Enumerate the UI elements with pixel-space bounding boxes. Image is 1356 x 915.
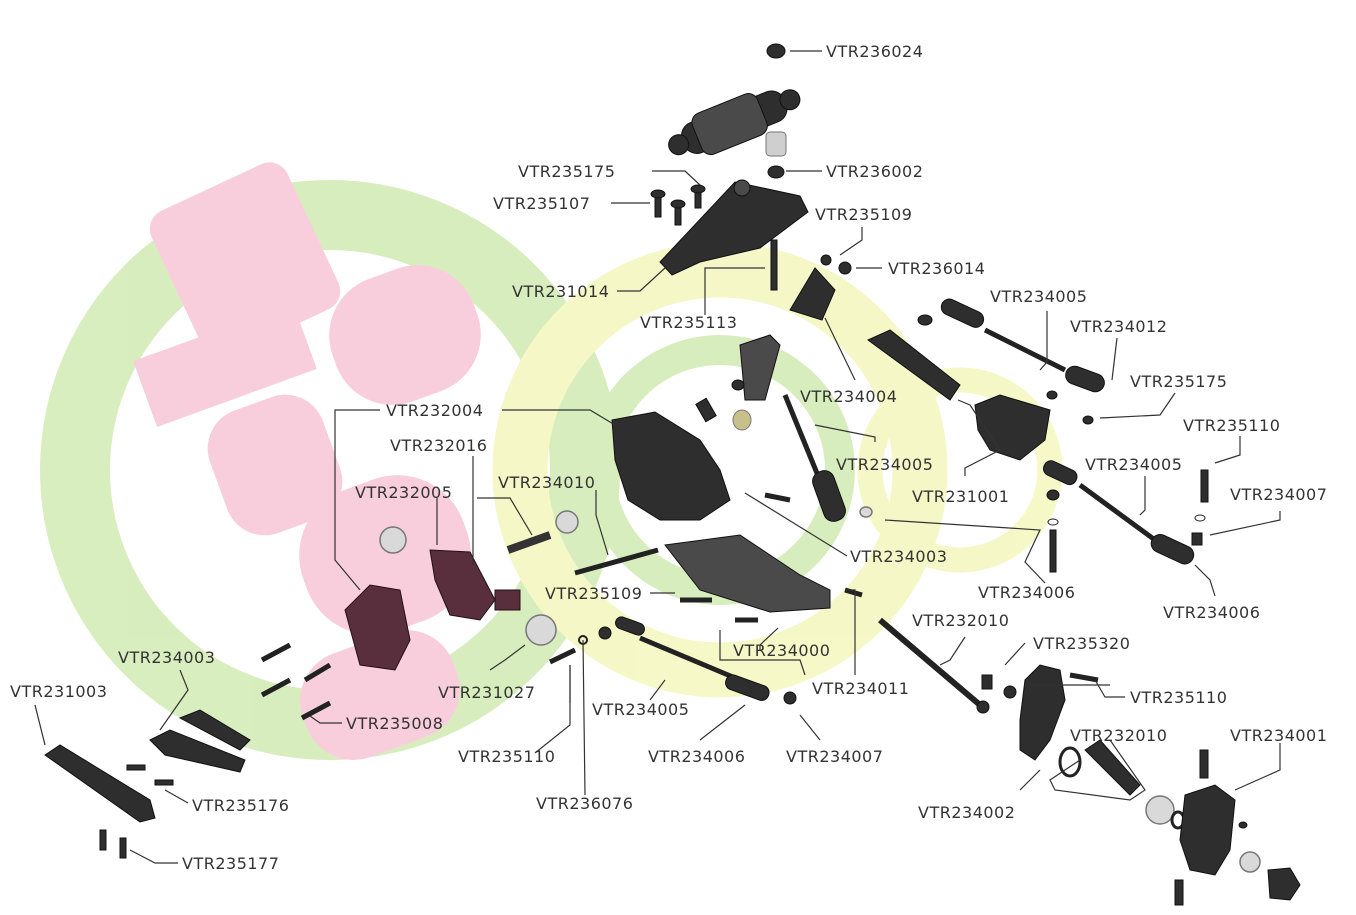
part-label: VTR235175 bbox=[518, 162, 615, 181]
part-label: VTR235113 bbox=[640, 313, 737, 332]
part-label: VTR234002 bbox=[918, 803, 1015, 822]
part-label: VTR234012 bbox=[1070, 317, 1167, 336]
part-label: VTR234011 bbox=[812, 679, 909, 698]
diff-assembly bbox=[344, 549, 521, 671]
part-label: VTR236076 bbox=[536, 794, 633, 813]
part-label: VTR232005 bbox=[355, 483, 452, 502]
knuckle bbox=[1174, 749, 1301, 906]
part-label: VTR234006 bbox=[648, 747, 745, 766]
screws-right bbox=[1046, 469, 1209, 573]
c-hub bbox=[981, 664, 1099, 761]
lower-arm bbox=[664, 534, 831, 613]
bulkhead bbox=[611, 397, 731, 521]
part-label: VTR235110 bbox=[1183, 416, 1280, 435]
screws-left bbox=[260, 642, 332, 721]
turnbuckle-3 bbox=[1043, 460, 1195, 565]
part-label: VTR236014 bbox=[888, 259, 985, 278]
part-label: VTR235320 bbox=[1033, 634, 1130, 653]
leader-lines bbox=[34, 50, 1281, 864]
shock-tower bbox=[659, 179, 809, 276]
diff-bearing bbox=[379, 510, 579, 646]
part-label: VTR234005 bbox=[592, 700, 689, 719]
watermark-logo bbox=[40, 162, 1063, 760]
part-label: VTR234006 bbox=[1163, 603, 1260, 622]
part-label: VTR234003 bbox=[118, 648, 215, 667]
part-label: VTR231001 bbox=[912, 487, 1009, 506]
part-label: VTR234006 bbox=[978, 583, 1075, 602]
part-label: VTR234005 bbox=[836, 455, 933, 474]
part-label: VTR236002 bbox=[826, 162, 923, 181]
part-label: VTR231014 bbox=[512, 282, 609, 301]
part-label: VTR235109 bbox=[545, 584, 642, 603]
shock-top-nut bbox=[766, 43, 786, 59]
part-label: VTR234005 bbox=[990, 287, 1087, 306]
part-label: VTR234005 bbox=[1085, 455, 1182, 474]
part-label: VTR234007 bbox=[786, 747, 883, 766]
screws-middle bbox=[680, 492, 873, 623]
tower-pin bbox=[770, 239, 778, 291]
part-label: VTR235175 bbox=[1130, 372, 1227, 391]
part-label: VTR234004 bbox=[800, 387, 897, 406]
shock-spacer bbox=[765, 131, 787, 179]
turnbuckle-1 bbox=[782, 394, 846, 522]
parts bbox=[44, 43, 1301, 906]
upper-right-arm bbox=[867, 298, 1105, 461]
part-label: VTR234010 bbox=[498, 473, 595, 492]
hinge-pin bbox=[574, 547, 659, 576]
part-label: VTR235109 bbox=[815, 205, 912, 224]
part-label: VTR235008 bbox=[346, 714, 443, 733]
part-label: VTR231027 bbox=[438, 683, 535, 702]
part-label: VTR235110 bbox=[458, 747, 555, 766]
part-label: VTR232004 bbox=[386, 401, 483, 420]
part-label: VTR236024 bbox=[826, 42, 923, 61]
tower-screws bbox=[650, 184, 706, 226]
axle bbox=[1058, 739, 1186, 830]
part-label: VTR232010 bbox=[912, 611, 1009, 630]
turnbuckle-2 bbox=[548, 616, 797, 705]
part-labels: VTR236024 VTR235175 VTR236002 VTR235107 … bbox=[10, 42, 1327, 873]
upper-arm bbox=[731, 334, 781, 431]
part-label: VTR234000 bbox=[733, 641, 830, 660]
part-label: VTR235107 bbox=[493, 194, 590, 213]
bumper bbox=[44, 709, 251, 859]
part-label: VTR235176 bbox=[192, 796, 289, 815]
part-label: VTR232016 bbox=[390, 436, 487, 455]
part-label: VTR231003 bbox=[10, 682, 107, 701]
part-label: VTR235110 bbox=[1130, 688, 1227, 707]
part-label: VTR234007 bbox=[1230, 485, 1327, 504]
drive-shaft bbox=[878, 617, 990, 714]
bellcrank bbox=[789, 254, 852, 321]
part-label: VTR234003 bbox=[850, 547, 947, 566]
outdrive bbox=[506, 531, 552, 554]
part-label: VTR234001 bbox=[1230, 726, 1327, 745]
part-label: VTR232010 bbox=[1070, 726, 1167, 745]
shock-absorber bbox=[668, 89, 801, 156]
part-label: VTR235177 bbox=[182, 854, 279, 873]
